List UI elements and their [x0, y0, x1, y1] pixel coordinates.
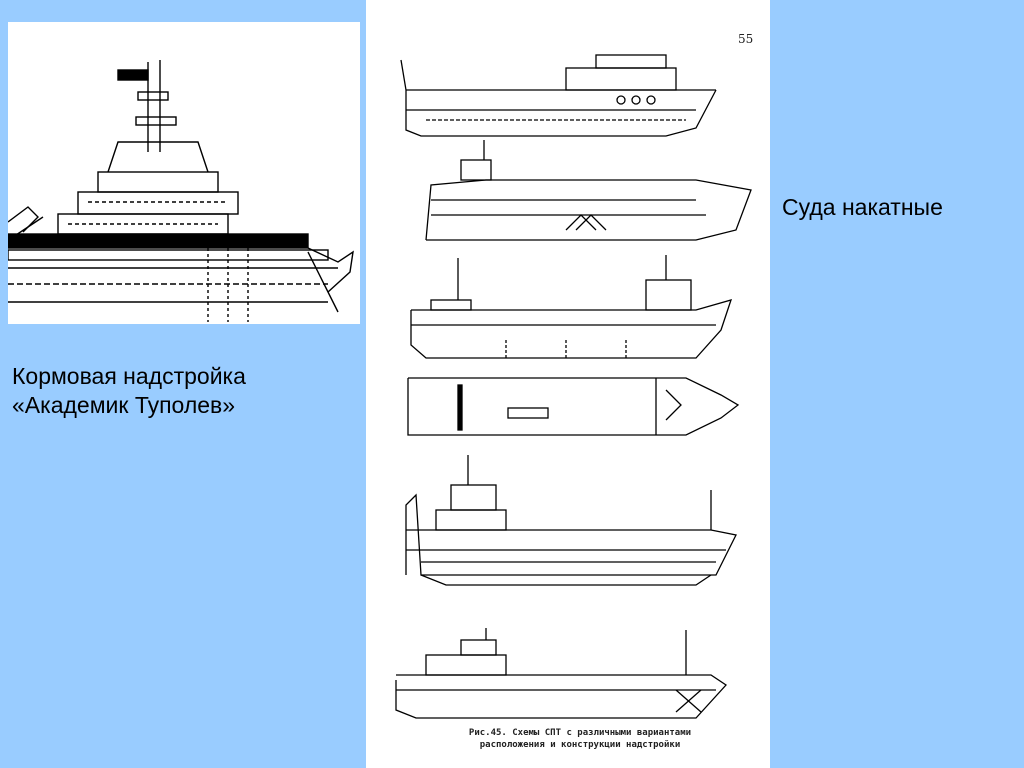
page-number: 55	[738, 32, 754, 46]
roll-on-ships-caption: Суда накатные	[782, 194, 943, 220]
figure-caption-line1: Рис.45. Схемы СПТ с различными вариантам…	[468, 728, 692, 738]
caption-line1: Кормовая надстройка	[12, 363, 246, 389]
ship-schemes-svg	[395, 54, 752, 719]
stern-superstructure-svg	[8, 60, 354, 322]
caption-line2: «Академик Туполев»	[12, 392, 236, 418]
stern-superstructure-drawing	[8, 22, 360, 324]
ship-schemes-drawing	[366, 0, 770, 768]
figure-caption: Рис.45. Схемы СПТ с различными вариантам…	[430, 727, 730, 751]
figure-caption-line2: расположения и конструкции надстройки	[479, 740, 681, 750]
stern-superstructure-caption: Кормовая надстройка «Академик Туполев»	[12, 362, 352, 420]
